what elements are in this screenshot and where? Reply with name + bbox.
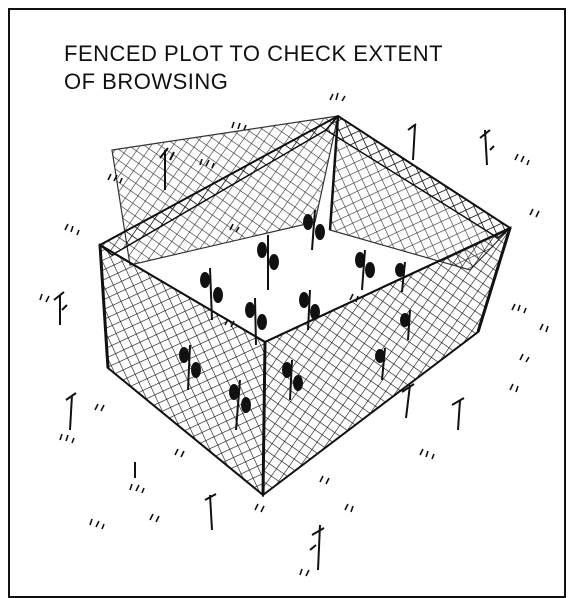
fenced-plot-drawing xyxy=(0,0,576,597)
